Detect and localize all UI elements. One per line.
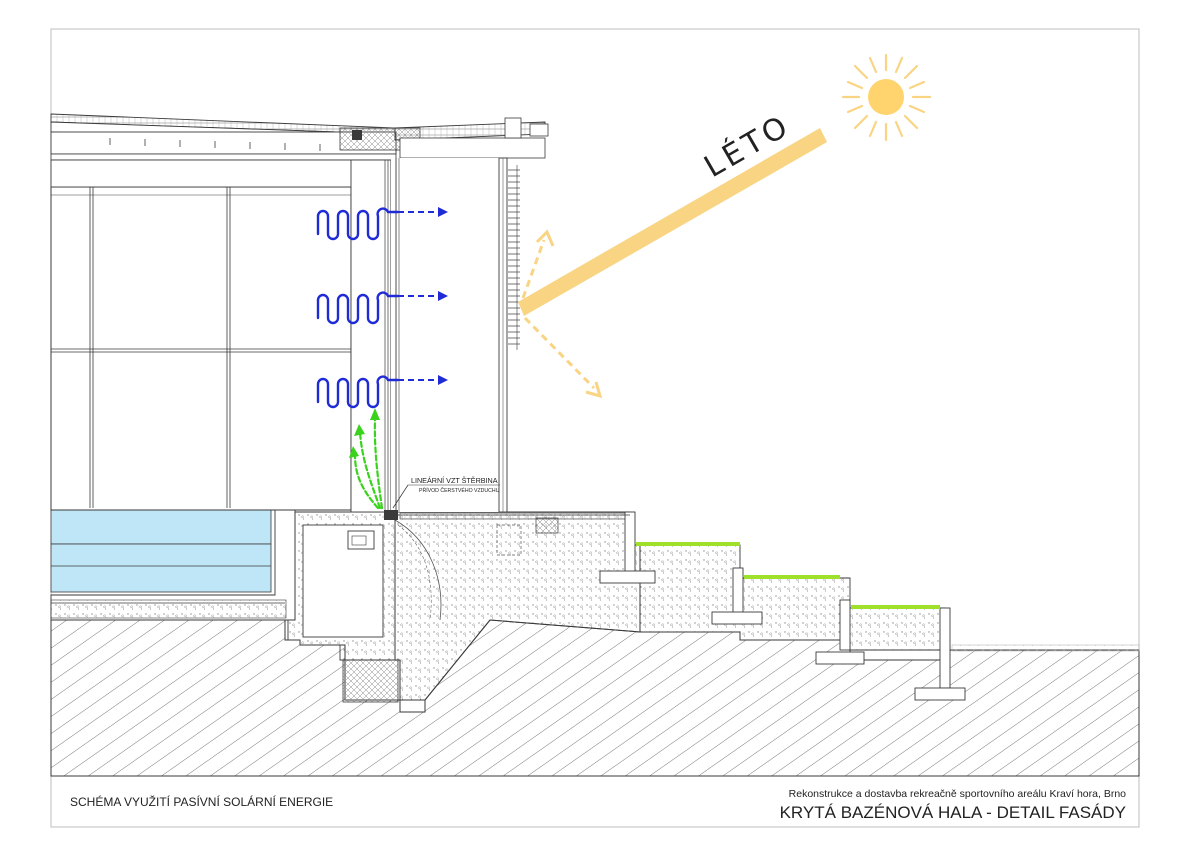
heat-wave-icon [316, 375, 400, 409]
facade-double-skin [350, 157, 630, 520]
project-name: Rekonstrukce a dostavba rekreačně sporto… [789, 788, 1127, 800]
heat-flow-arrow [398, 207, 448, 217]
heat-wave-icon [316, 291, 400, 325]
soil-mass [50, 619, 1140, 777]
pool-basin [50, 507, 296, 621]
vent-slot-sublabel: PŘÍVOD ČERSTVÉHO VZDUCHU [419, 486, 500, 494]
grass-strip [851, 605, 940, 609]
sheet-title: KRYTÁ BAZÉNOVÁ HALA - DETAIL FASÁDY [780, 803, 1126, 822]
vent-slot-leader [392, 484, 409, 509]
interior-glazing [50, 186, 352, 511]
drawing-title: SCHÉMA VYUŽITÍ PASÍVNÍ SOLÁRNÍ ENERGIE [70, 794, 333, 809]
heat-flow-arrow [398, 375, 448, 385]
sun-ray-beam [518, 128, 827, 316]
roof-structure [50, 113, 549, 188]
heat-wave-icon [316, 207, 400, 241]
heat-flow-arrow [398, 291, 448, 301]
fresh-air-arrow-icon [353, 416, 384, 510]
terrace-steps [599, 511, 1140, 701]
service-channel [287, 511, 399, 703]
reflected-ray-arrowheads [535, 229, 603, 399]
vent-slot-label: LINEÁRNÍ VZT ŠTĚRBINA [411, 476, 498, 485]
reflected-ray-arrows [521, 239, 596, 390]
grass-strip [636, 542, 740, 546]
grass-strip [744, 575, 840, 579]
fresh-air-arrowheads [349, 408, 380, 458]
sun-icon [841, 53, 932, 142]
